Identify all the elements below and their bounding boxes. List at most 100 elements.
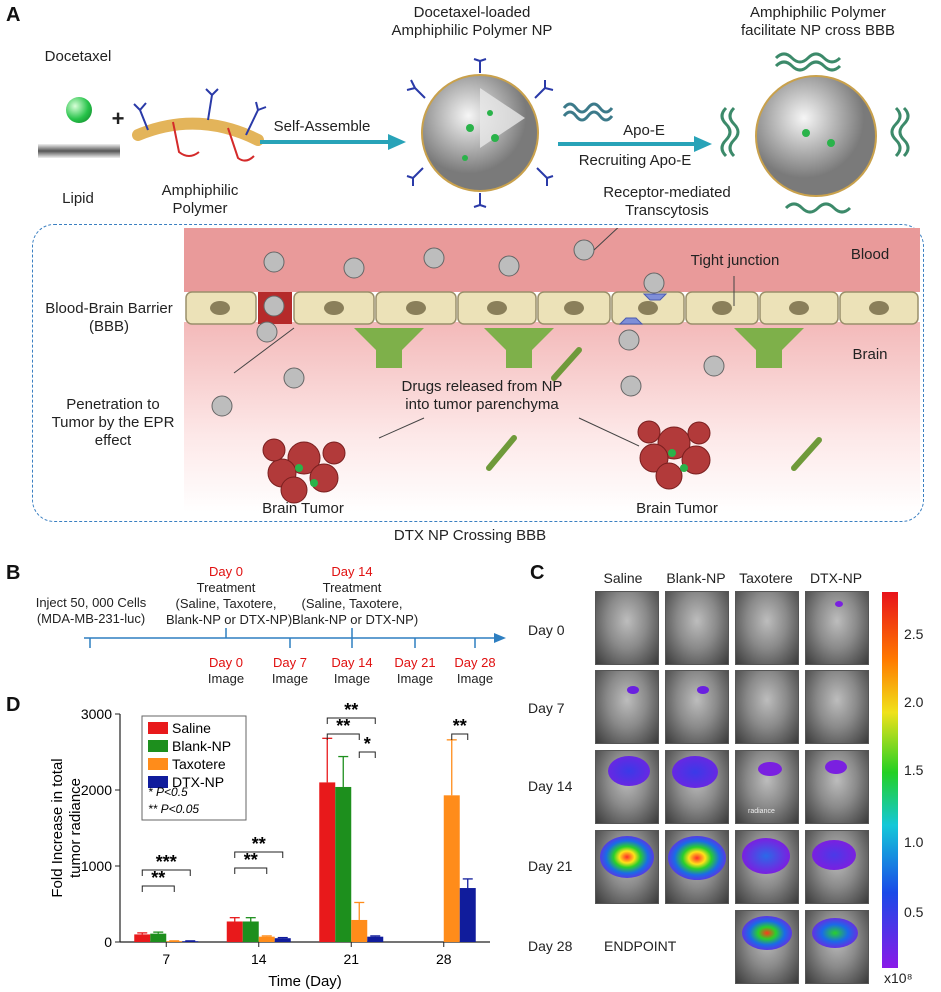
legend-note: * P<0.5: [148, 785, 188, 799]
panel-a-caption: DTX NP Crossing BBB: [393, 527, 547, 544]
receptor-label-2: Transcytosis: [625, 202, 709, 219]
timeline-axis: [84, 628, 506, 648]
apoe-protein-icon: [562, 102, 614, 122]
radiance-note: radiance: [748, 808, 775, 815]
x-tick-label: 28: [436, 951, 452, 967]
panel-d-label: D: [6, 694, 21, 716]
timepoint-day-7: Day 7: [273, 655, 307, 670]
significance-bracket: [141, 869, 191, 876]
y-tick-label: 1000: [81, 858, 112, 874]
bar: [258, 936, 275, 942]
signal-blob: [742, 916, 792, 950]
docetaxel-np-icon: [406, 58, 554, 208]
significance-mark: *: [364, 734, 371, 754]
colorbar-tick: 2.0: [904, 694, 924, 710]
treatment1-day: Day 0: [209, 564, 243, 579]
signal-blob: [672, 756, 718, 788]
significance-mark: **: [336, 716, 350, 736]
timepoint-day-28: Day 28: [454, 655, 496, 670]
mouse-image: [735, 670, 799, 744]
timepoint-day-14: Day 14: [331, 655, 373, 670]
bbb-label-2: (BBB): [88, 318, 129, 335]
significance-bracket: [326, 717, 376, 724]
row-day-21: Day 21: [528, 858, 573, 874]
endpoint-label: ENDPOINT: [604, 938, 677, 954]
bar: [242, 921, 259, 942]
panel-c-label: C: [530, 562, 545, 584]
bbb-diagram-box: [32, 224, 924, 522]
blood-label: Blood: [850, 246, 890, 263]
inject-label-1: Inject 50, 000 Cells: [35, 595, 147, 610]
cross-title-1: Amphiphilic Polymer: [750, 4, 886, 21]
signal-blob: [835, 601, 843, 607]
np-title-2: Amphiphilic Polymer NP: [391, 22, 553, 39]
bar: [226, 921, 243, 942]
timepoint-image-28: Image: [456, 671, 494, 686]
self-assemble-label: Self-Assemble: [273, 118, 371, 135]
panel-a-label: A: [6, 4, 21, 26]
inject-label-2: (MDA-MB-231-luc): [36, 611, 146, 626]
penetration-label-1: Penetration to: [66, 396, 160, 413]
recruiting-apoe-label: Recruiting Apo-E: [578, 152, 692, 169]
signal-blob: [627, 686, 639, 694]
significance-bracket: [234, 867, 268, 874]
brain-label: Brain: [852, 346, 888, 363]
col-blank-np: Blank-NP: [666, 570, 726, 586]
nanoparticles-layer: [211, 228, 822, 504]
y-axis-label: tumor radiance: [67, 778, 84, 878]
timepoint-image-7: Image: [271, 671, 309, 686]
apoe-label: Apo-E: [623, 122, 665, 139]
significance-mark: **: [453, 716, 467, 736]
significance-mark: **: [244, 850, 258, 870]
docetaxel-label: Docetaxel: [44, 48, 112, 65]
brain-tumor-label-1: Brain Tumor: [262, 500, 344, 517]
np-with-apoe-icon: [720, 52, 910, 214]
timepoint-image-0: Image: [207, 671, 245, 686]
bar: [274, 938, 291, 942]
plus-sign: +: [111, 106, 125, 131]
colorbar-unit: x10⁸: [884, 970, 913, 986]
colorbar-tick: 1.5: [904, 762, 924, 778]
amphiphilic-polymer-icon: [132, 88, 267, 162]
bar: [459, 888, 476, 942]
legend-label: Blank-NP: [172, 738, 231, 754]
signal-blob: [742, 838, 790, 874]
treatment1-line2: (Saline, Taxotere,: [175, 596, 277, 611]
brain-tumor-label-2: Brain Tumor: [636, 500, 718, 517]
signal-blob: [812, 840, 856, 870]
timepoint-day-21: Day 21: [394, 655, 436, 670]
x-tick-label: 7: [162, 951, 170, 967]
blood-region: [184, 228, 920, 292]
legend-note: ** P<0.05: [148, 802, 199, 816]
signal-blob: [668, 836, 726, 880]
significance-mark: **: [344, 700, 358, 720]
row-day-7: Day 7: [528, 700, 565, 716]
drugs-released-label-1: Drugs released from NP: [401, 378, 563, 395]
row-day-28: Day 28: [528, 938, 573, 954]
apoe-arrow: [558, 136, 712, 152]
legend-swatch: [148, 776, 168, 788]
treatment2-day: Day 14: [331, 564, 373, 579]
signal-blob: [697, 686, 709, 694]
significance-bracket: [451, 733, 469, 740]
mouse-image: [595, 591, 659, 665]
cross-title-2: facilitate NP cross BBB: [741, 22, 895, 39]
brain-region: [184, 322, 920, 512]
y-axis-label: Fold Increase in total: [49, 758, 66, 897]
timepoint-image-21: Image: [396, 671, 434, 686]
drugs-released-label-2: into tumor parenchyma: [405, 396, 559, 413]
significance-bracket: [326, 733, 360, 740]
panel-b-label: B: [6, 562, 21, 584]
treatment1-line3: Blank-NP or DTX-NP): [166, 612, 293, 627]
bbb-cell-layer: [185, 291, 919, 325]
amphiphilic-polymer-label-1: Amphiphilic: [161, 182, 239, 199]
bar: [182, 941, 199, 942]
signal-blob: [825, 760, 847, 774]
bar: [367, 936, 384, 942]
bar: [319, 782, 336, 942]
significance-bracket: [234, 851, 284, 858]
treatment2-line3: Blank-NP or DTX-NP): [292, 612, 419, 627]
legend-swatch: [148, 722, 168, 734]
treatment1-line1: Treatment: [196, 580, 256, 595]
